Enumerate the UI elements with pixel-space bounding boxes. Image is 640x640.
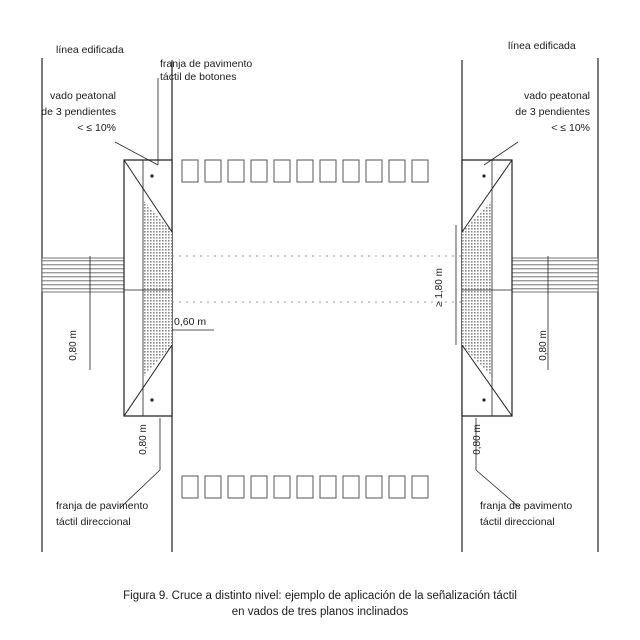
- right-ramp: [461, 159, 513, 417]
- ramp-left-label-3: < ≤ 10%: [77, 122, 116, 134]
- crosswalk-bar: [296, 475, 314, 499]
- dim-right-080-label: 0,80 m: [537, 330, 549, 361]
- crosswalk-bar: [273, 159, 291, 183]
- crosswalk-bar: [365, 475, 383, 499]
- tactile-buttons-label-1: franja de pavimento: [160, 58, 253, 70]
- crosswalk-top: [181, 159, 429, 183]
- crosswalk-bar: [319, 159, 337, 183]
- ramp-left-label-2: de 3 pendientes: [41, 106, 116, 118]
- crosswalk-bar: [342, 475, 360, 499]
- figure-caption-line-1: Figura 9. Cruce a distinto nivel: ejempl…: [123, 590, 517, 602]
- crosswalk-bar: [342, 159, 360, 183]
- ramp-right-label-3: < ≤ 10%: [551, 122, 590, 134]
- crosswalk-bar: [273, 475, 291, 499]
- crosswalk-bar: [365, 159, 383, 183]
- ramp-right-label-1: vado peatonal: [524, 90, 590, 102]
- dim-180-label: ≥ 1,80 m: [433, 268, 445, 307]
- directional-right-label-2: táctil direccional: [480, 516, 555, 528]
- crosswalk-bar: [411, 475, 429, 499]
- crosswalk-bar: [227, 475, 245, 499]
- right-building-line-label: línea edificada: [508, 40, 576, 52]
- crosswalk-bar: [388, 475, 406, 499]
- dim-right-080-small-label: 0,80 m: [471, 424, 483, 455]
- tactile-buttons-label-2: táctil de botones: [160, 71, 237, 83]
- directional-left-label-1: franja de pavimento: [56, 500, 149, 512]
- crosswalk-bar: [181, 159, 199, 183]
- left-ramp: [123, 159, 173, 417]
- crosswalk-bottom: [181, 475, 429, 499]
- right-directional-strip: [511, 257, 599, 293]
- crosswalk-bar: [204, 159, 222, 183]
- directional-left-label-2: táctil direccional: [56, 516, 131, 528]
- left-building-line-label: línea edificada: [56, 44, 124, 56]
- ramp-right-label-2: de 3 pendientes: [515, 106, 590, 118]
- crosswalk-bar: [204, 475, 222, 499]
- dim-left-080-small-label: 0,80 m: [137, 424, 149, 455]
- ramp-left-label-1: vado peatonal: [50, 90, 116, 102]
- crosswalk-bar: [319, 475, 337, 499]
- crosswalk-bar: [181, 475, 199, 499]
- left-directional-strip: [41, 257, 125, 293]
- figure-caption-line-2: en vados de tres planos inclinados: [231, 606, 409, 618]
- crosswalk-bar: [227, 159, 245, 183]
- crosswalk-bar: [388, 159, 406, 183]
- dim-060-label: 0,60 m: [174, 316, 207, 328]
- crosswalk-bar: [250, 475, 268, 499]
- crosswalk-bar: [296, 159, 314, 183]
- dim-left-080-label: 0,80 m: [67, 330, 79, 361]
- directional-right-label-1: franja de pavimento: [480, 500, 573, 512]
- crosswalk-bar: [250, 159, 268, 183]
- crosswalk-bar: [411, 159, 429, 183]
